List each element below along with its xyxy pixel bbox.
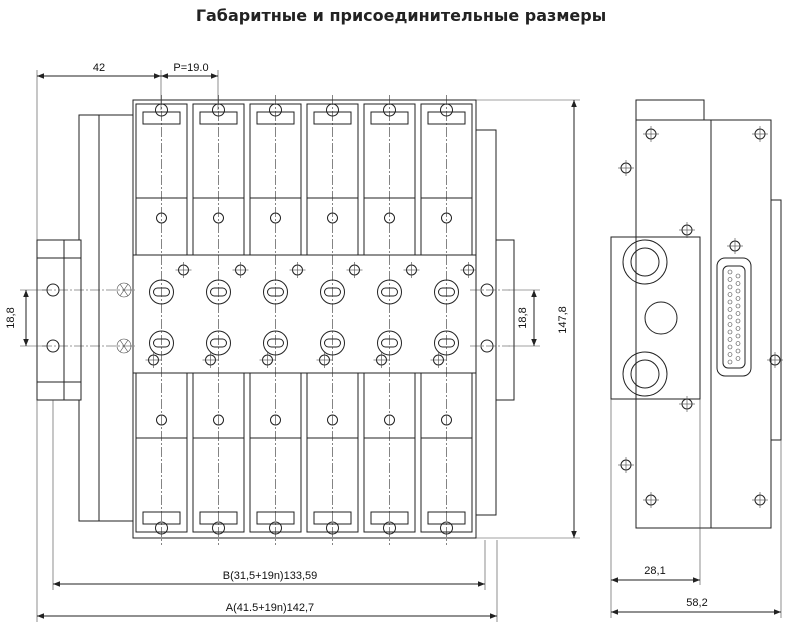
dim-width-b: B(31,5+19n)133,59 (223, 570, 318, 582)
valve-station (420, 95, 477, 545)
valve-station (363, 95, 420, 545)
end-plate-left-body (98, 114, 134, 522)
dim-side-total: 58,2 (686, 597, 707, 609)
valve-station (192, 95, 249, 545)
side-view (610, 99, 783, 529)
dsub-connector (716, 257, 752, 377)
front-dimensions: 42 P=19.0 18,8 18,8 147,8 B(31,5+19n)133… (5, 62, 580, 622)
manifold-body (132, 99, 477, 539)
valve-station (306, 95, 363, 545)
dim-height-left: 18,8 (5, 307, 17, 328)
front-view (36, 95, 515, 545)
valve-station (249, 95, 306, 545)
dim-height-mid: 18,8 (517, 307, 529, 328)
dim-left-offset: 42 (93, 62, 105, 74)
valve-station (135, 95, 192, 545)
mount-bracket-right (495, 239, 515, 401)
dim-height-total: 147,8 (557, 306, 569, 334)
dim-width-a: A(41.5+19n)142,7 (226, 602, 314, 614)
drawing-title: Габаритные и присоединительные размеры (195, 6, 607, 25)
dim-side-depth: 28,1 (644, 565, 665, 577)
mount-bracket-left (36, 239, 82, 401)
dim-pitch: P=19.0 (173, 62, 208, 74)
side-dimensions: 28,1 58,2 (610, 399, 782, 618)
end-plate-left (78, 114, 100, 522)
end-plate-right (475, 129, 497, 516)
